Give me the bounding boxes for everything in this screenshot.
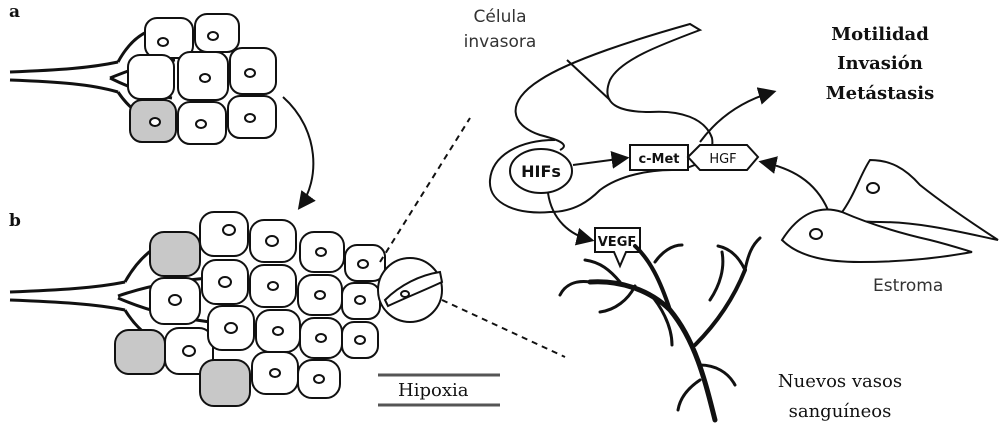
stroma-cells <box>782 160 998 262</box>
hypoxia-label: Hipoxia <box>398 382 468 400</box>
new-vessels-label-line1: Nuevos vasos <box>760 373 920 391</box>
stroma-label: Estroma <box>873 278 943 295</box>
cmet-label: c-Met <box>638 152 679 167</box>
magnified-region <box>378 258 442 322</box>
panel-a-label: a <box>9 4 20 21</box>
panel-b-label: b <box>9 213 21 230</box>
stroma-to-hgf-arrow <box>762 162 828 210</box>
growth-arrow <box>283 97 313 207</box>
zoom-line-top <box>380 118 470 262</box>
new-vessels-label-line2: sanguíneos <box>760 403 920 421</box>
vegf-label: VEGF <box>598 235 637 250</box>
invasive-cell-label-line2: invasora <box>452 34 548 51</box>
large-tumor-cluster <box>10 212 385 406</box>
metastasis-label: Metástasis <box>800 85 960 103</box>
small-tumor-cluster <box>10 14 276 144</box>
motility-label: Motilidad <box>800 26 960 44</box>
zoom-line-bottom <box>442 300 565 357</box>
hgf-label: HGF <box>709 152 736 167</box>
new-blood-vessels <box>560 238 760 420</box>
invasion-label: Invasión <box>800 55 960 73</box>
invasive-cell-label-line1: Célula <box>452 9 548 26</box>
hifs-label: HIFs <box>521 162 561 181</box>
